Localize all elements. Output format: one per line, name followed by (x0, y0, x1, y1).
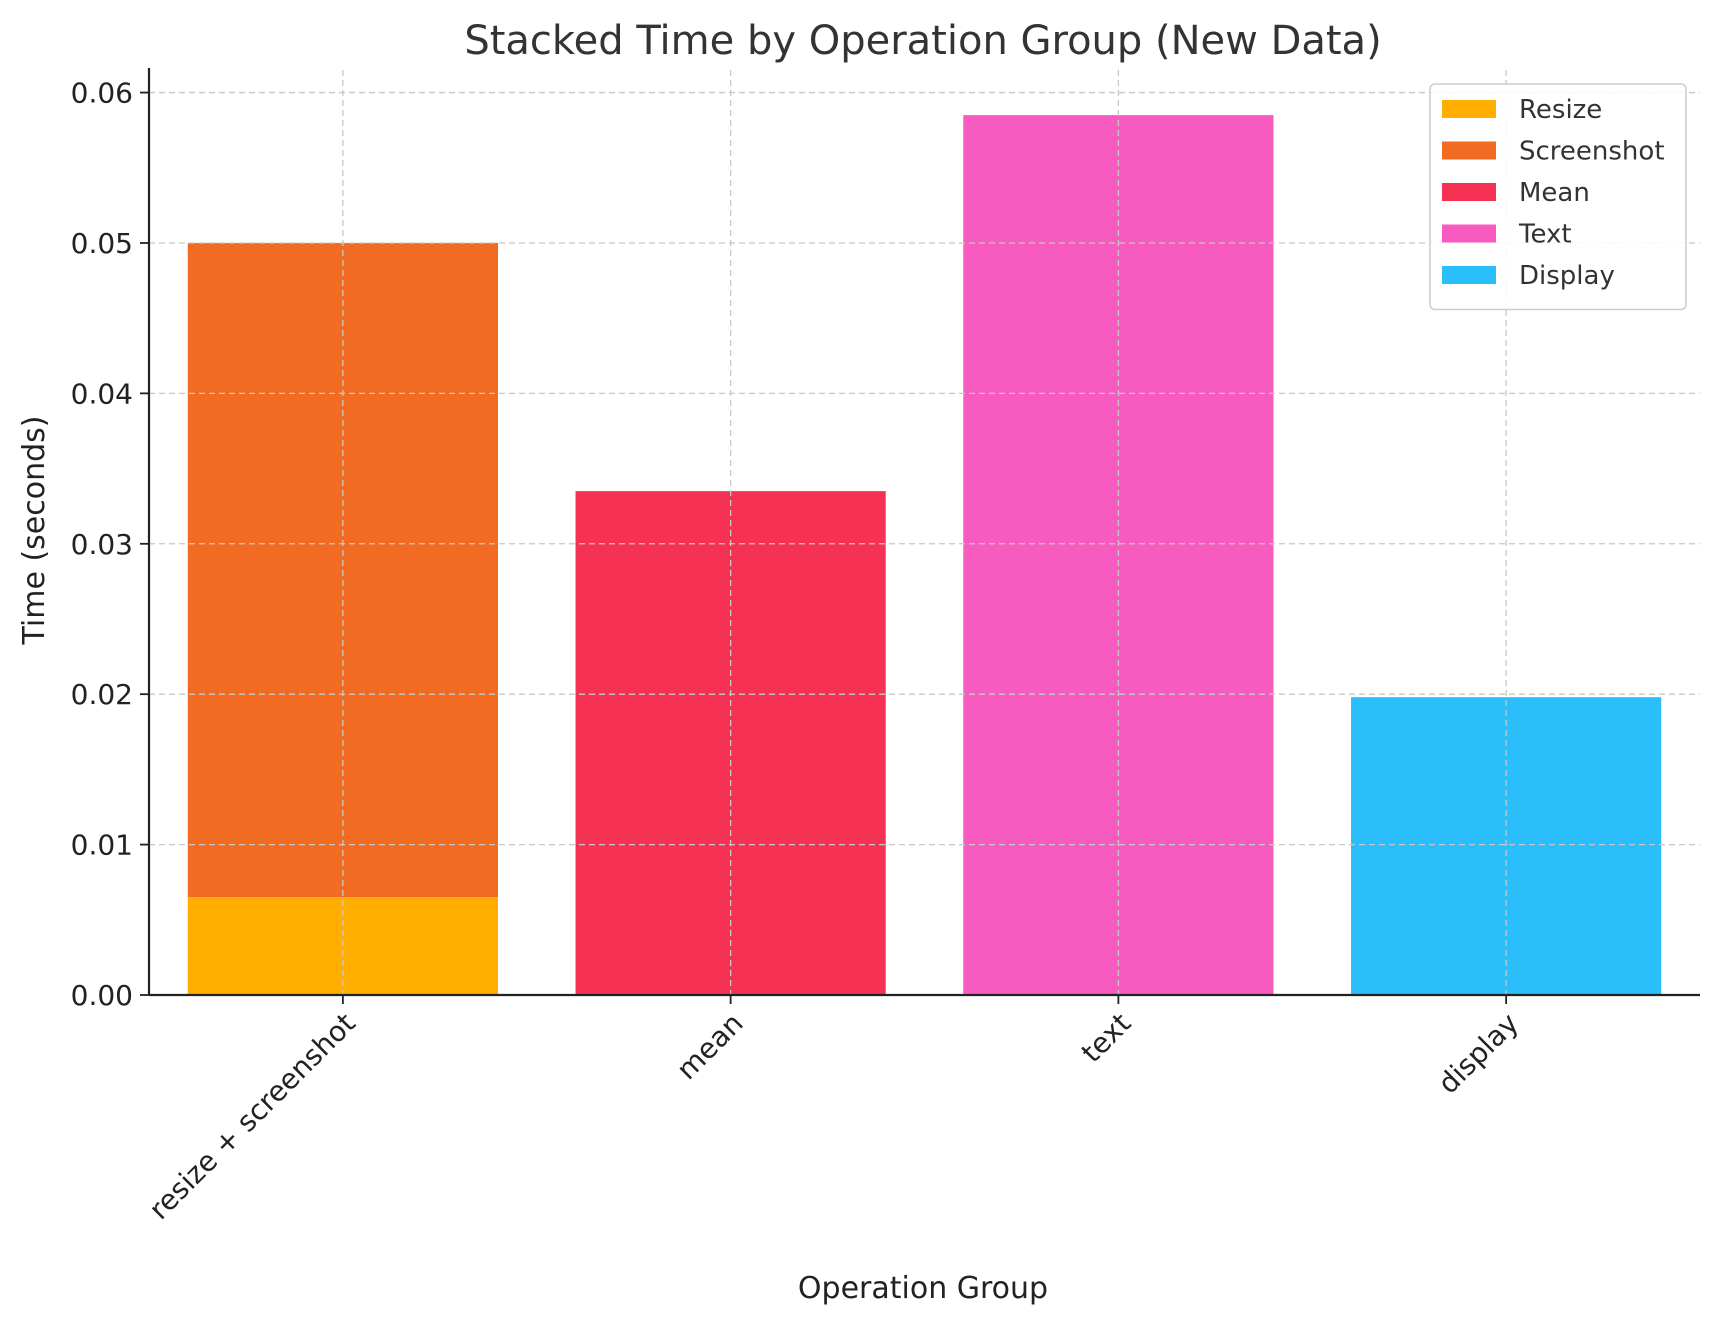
x-tick-label: text (1075, 1007, 1137, 1069)
legend-swatch-display (1442, 266, 1496, 284)
legend-swatch-screenshot (1442, 141, 1496, 160)
legend-label-display: Display (1519, 261, 1615, 291)
x-tick-label: mean (670, 1007, 749, 1086)
legend-swatch-text (1442, 224, 1496, 243)
y-tick-label: 0.06 (71, 77, 133, 110)
legend-swatch-mean (1442, 183, 1496, 201)
legend-frame (1429, 83, 1687, 311)
y-tick-label: 0.00 (71, 979, 133, 1012)
x-axis-label: Operation Group (798, 1271, 1048, 1306)
y-axis-label: Time (seconds) (17, 416, 52, 646)
legend-label-resize: Resize (1519, 95, 1602, 125)
x-tick-label: resize + screenshot (142, 1007, 361, 1226)
legend-swatch-resize (1442, 100, 1496, 118)
y-tick-label: 0.05 (71, 227, 133, 260)
legend-label-text: Text (1518, 220, 1572, 250)
y-tick-label: 0.03 (71, 528, 133, 561)
y-tick-label: 0.01 (71, 829, 133, 862)
legend-label-mean: Mean (1519, 178, 1590, 208)
chart-title: Stacked Time by Operation Group (New Dat… (464, 18, 1381, 64)
y-tick-label: 0.02 (71, 678, 133, 711)
legend-label-screenshot: Screenshot (1519, 137, 1665, 167)
x-tick-label: display (1431, 1007, 1525, 1101)
y-tick-label: 0.04 (71, 377, 133, 410)
